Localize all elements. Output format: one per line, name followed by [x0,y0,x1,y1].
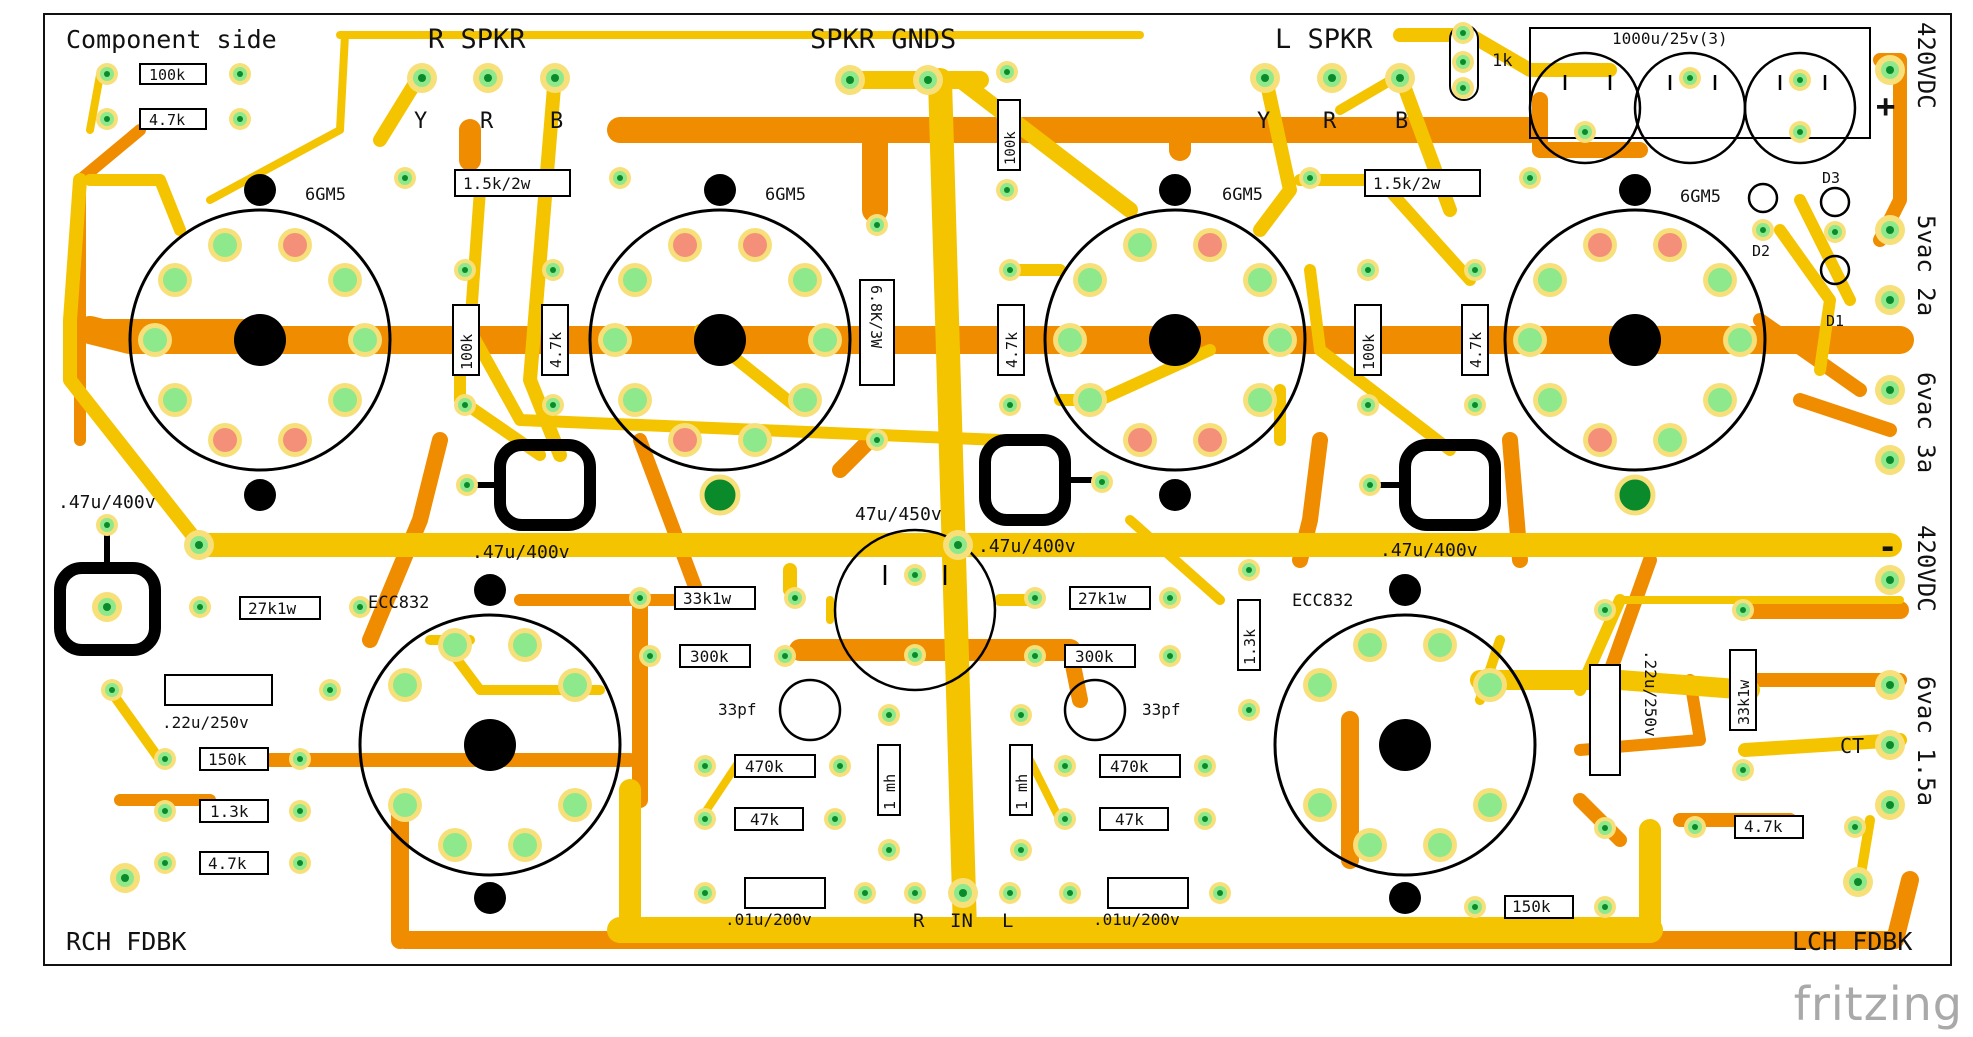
label-r150k-left: 150k [208,750,247,769]
label-filter-caps: 1000u/25v(3) [1612,29,1728,48]
label-r470k-left: 470k [745,757,784,776]
small-caps-33pf [778,678,1127,742]
label-l1mh-left: 1 mh [881,774,899,810]
label-c022-left: .22u/250v [162,713,249,732]
label-ct: CT [1840,734,1864,758]
tube-v2 [588,174,852,516]
label-r13k-left: 1.3k [210,802,249,821]
tube-v5-ecc832 [358,574,622,914]
r-spkr-y: Y [414,109,427,134]
label-r47k-top: 4.7k [149,111,185,129]
label-r33k-left: 33k1w [683,589,732,608]
label-r470k-right: 470k [1110,757,1149,776]
label-d2: D2 [1752,242,1770,260]
label-hv-plus: 420VDC [1912,22,1940,109]
label-r100k-mid2: 100k [1360,334,1378,370]
fritzing-watermark: fritzing [1793,977,1963,1031]
label-input-l: L [1002,910,1013,932]
r-spkr-label: R SPKR [428,24,526,55]
top-traces [63,28,1907,943]
label-r33k-right: 33k1w [1735,679,1753,725]
board-title: Component side [66,25,277,54]
label-r47k-right: 4.7k [1744,817,1783,836]
label-r300k-left: 300k [690,647,729,666]
diodes [1747,182,1851,286]
l-spkr-r: R [1323,109,1337,134]
label-r150k-right: 150k [1512,897,1551,916]
spkr-gnds-label: SPKR GNDS [810,24,956,55]
filter-caps [833,27,1871,692]
label-input: IN [950,910,973,932]
tube-v6-label: ECC832 [1292,591,1353,611]
label-r47k-left: 4.7k [208,854,247,873]
tube-v3 [1043,174,1307,511]
label-c047-b: .47u/400v [978,536,1076,557]
label-r100k-mid: 100k [458,334,476,370]
label-c33pf-left: 33pf [718,700,757,719]
label-6vac-15a: 6vac 1.5a [1912,676,1940,806]
label-c047-a: .47u/400v [472,542,570,563]
label-r27k-right: 27k1w [1078,589,1127,608]
label-c047-left: .47u/400v [58,492,156,513]
tube-v4-label: 6GM5 [1680,187,1721,207]
symbol-hv-minus: - [1878,528,1897,566]
symbol-hv-plus: + [1876,87,1895,125]
label-r47k-right2: 47k [1115,810,1144,829]
label-l1mh-right: 1 mh [1013,774,1031,810]
label-c022-right: .22u/250v [1641,650,1660,737]
l-spkr-label: L SPKR [1275,24,1373,55]
l-spkr-b: B [1395,109,1408,134]
label-6vac-3a: 6vac 3a [1912,372,1940,473]
label-d1: D1 [1826,312,1844,330]
label-c47-450: 47u/450v [855,504,942,525]
tube-v6-ecc832 [1273,574,1537,914]
label-5vac: 5vac 2a [1912,215,1940,316]
label-r47k-mid1: 4.7k [547,332,565,368]
label-r15k-right: 1.5k/2w [1373,174,1441,193]
label-input-r: R [913,910,925,932]
label-r100k-vert: 100k [1003,131,1019,165]
label-r15k-left: 1.5k/2w [463,174,531,193]
label-r47k-mid2: 4.7k [1003,332,1021,368]
label-r13k-right: 1.3k [1241,629,1259,665]
label-r27k-left: 27k1w [248,599,297,618]
l-spkr-y: Y [1257,109,1270,134]
tube-v2-label: 6GM5 [765,185,806,205]
r-spkr-b: B [550,109,563,134]
label-c01-left: .01u/200v [725,910,812,929]
tube-v3-label: 6GM5 [1222,185,1263,205]
label-c01-right: .01u/200v [1093,910,1180,929]
label-r47k-mid3: 4.7k [1467,332,1485,368]
label-d3: D3 [1822,169,1840,187]
tube-v4 [1503,174,1767,516]
right-feedback-label: RCH FDBK [66,927,186,956]
coupling-cap-leads [104,477,1405,568]
label-r47k-left2: 47k [750,810,779,829]
tube-v1 [128,174,392,511]
label-r68k: 6.8K/3W [867,285,885,349]
tube-v5-label: ECC832 [368,593,429,613]
label-r100k-top: 100k [149,66,185,84]
label-c047-c: .47u/400v [1380,540,1478,561]
label-hv-minus: 420VDC [1912,525,1940,612]
label-r1k: 1k [1492,51,1512,71]
left-feedback-label: LCH FDBK [1792,927,1912,956]
r-spkr-r: R [480,109,494,134]
tube-v1-label: 6GM5 [305,185,346,205]
label-r300k-right: 300k [1075,647,1114,666]
label-c33pf-right: 33pf [1142,700,1181,719]
board-outline [43,13,1952,966]
